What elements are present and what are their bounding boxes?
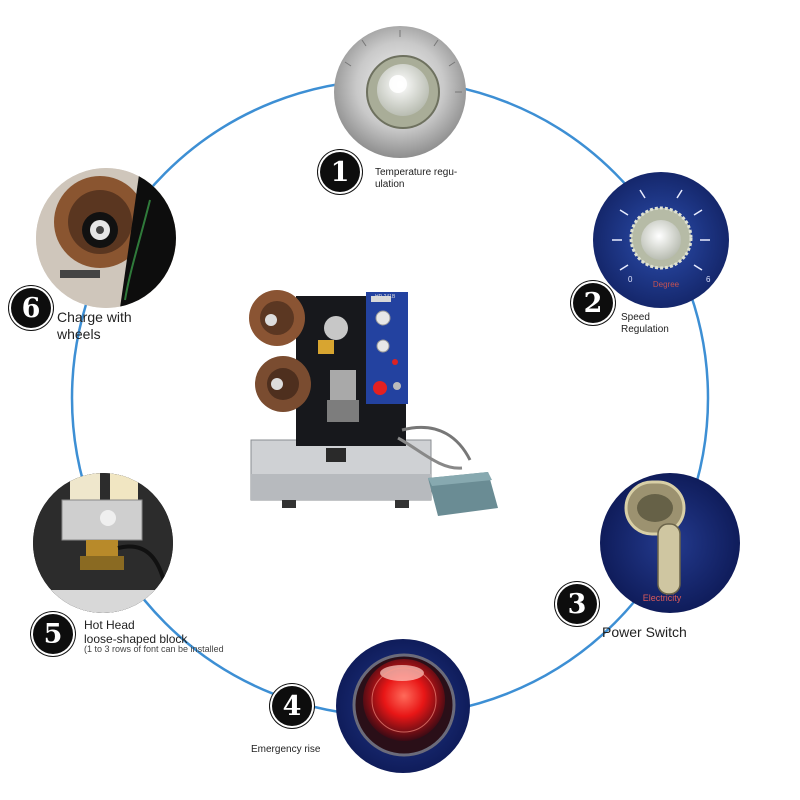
label-charge-with-wheels: Charge with wheels: [57, 309, 132, 342]
label-emergency-rise: Emergency rise: [251, 744, 321, 755]
speed-dial-icon: 0 6 Degree: [593, 172, 729, 308]
svg-text:6: 6: [706, 275, 711, 284]
svg-text:0: 0: [628, 275, 633, 284]
badge-4: 4: [272, 686, 312, 726]
label-hot-head: Hot Head loose-shaped block: [84, 618, 188, 647]
label-speed-regulation: Speed Regulation: [621, 312, 669, 335]
badge-3: 3: [557, 584, 597, 624]
switch-electricity-label: Electricity: [643, 593, 682, 603]
hot-stamp-coding-machine-icon: HP-241B: [249, 290, 498, 516]
dial-degree-label: Degree: [653, 280, 680, 289]
badge-2: 2: [573, 283, 613, 323]
badge-5: 5: [33, 614, 73, 654]
machine-model-plate: HP-241B: [375, 294, 396, 300]
toggle-switch-icon: Electricity: [600, 473, 740, 613]
label-power-switch: Power Switch: [602, 624, 687, 640]
badge-1: 1: [320, 152, 360, 192]
badge-6: 6: [11, 288, 51, 328]
label-font-rows-note: (1 to 3 rows of font can be installed: [84, 644, 224, 654]
label-temperature-regulation: Temperature regu- ulation: [375, 167, 458, 190]
ribbon-wheel-icon: [36, 168, 176, 308]
hot-head-icon: [33, 473, 173, 613]
red-emergency-button-icon: [336, 639, 470, 773]
temperature-knob-icon: [334, 26, 466, 158]
